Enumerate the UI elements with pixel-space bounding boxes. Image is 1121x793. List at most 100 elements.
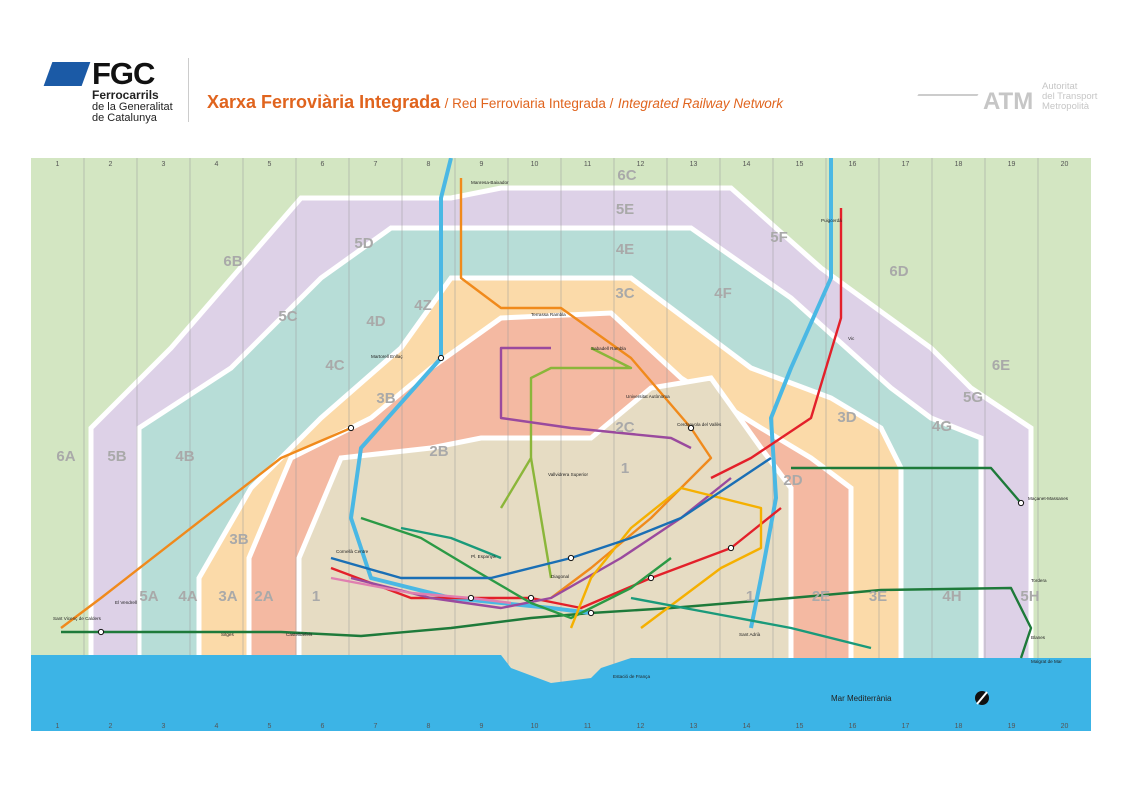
column-label-top: 7 (374, 161, 378, 168)
column-label-bottom: 13 (690, 723, 698, 730)
zone-label: 4E (616, 241, 634, 258)
rail-lines (60, 157, 1033, 659)
station-sant-vicenc[interactable]: Sant Vicenç de Calders (53, 616, 102, 621)
column-label-bottom: 6 (321, 723, 325, 730)
rail-line-r3[interactable] (749, 158, 833, 629)
station-cornella[interactable]: Cornellà Centre (336, 549, 369, 554)
station-cerdanyola[interactable]: Cerdanyola del Vallès (677, 422, 722, 427)
zone-label: 4H (942, 588, 961, 605)
zone-label: 3E (869, 588, 887, 605)
station-sitges[interactable]: Sitges (221, 632, 234, 637)
station-martorell[interactable]: Martorell Enllaç (371, 354, 403, 359)
zone-1-area (296, 375, 794, 734)
rail-line-fgc-s[interactable] (499, 346, 633, 509)
interchange-station[interactable] (527, 594, 535, 602)
rail-line-tram[interactable] (400, 526, 502, 560)
column-label-bottom: 2 (109, 723, 113, 730)
station-blanes[interactable]: Blanes (1031, 635, 1046, 640)
column-label-top: 4 (215, 161, 219, 168)
station-estacio-franca[interactable]: Estació de França (613, 674, 650, 679)
fgc-brand: FGC (92, 56, 155, 91)
interchange-station[interactable] (587, 609, 595, 617)
rail-line-fgc-r[interactable] (60, 426, 352, 629)
station-espanya[interactable]: Pl. Espanya (471, 554, 496, 559)
rail-line-l3[interactable] (360, 516, 672, 620)
zone-label: 2B (429, 443, 448, 460)
station-vallvidrera[interactable]: Vallvidrera Superior (548, 472, 588, 477)
column-label-top: 11 (584, 161, 591, 168)
rail-line-fgc-l8[interactable] (330, 576, 512, 605)
column-label-top: 17 (902, 161, 910, 168)
rail-line-r2[interactable] (791, 466, 1022, 504)
zone-label: 2E (812, 588, 830, 605)
zone-label: 5A (139, 588, 158, 605)
station-terrassa[interactable]: Terrassa Rambla (531, 312, 566, 317)
interchange-station[interactable] (467, 594, 475, 602)
column-label-bottom: 4 (215, 723, 219, 730)
station-el-vendrell[interactable]: El Vendrell (115, 600, 137, 605)
zone-label: 3C (615, 285, 634, 302)
column-label-bottom: 3 (162, 723, 166, 730)
station-vic[interactable]: Vic (848, 336, 855, 341)
interchange-station[interactable] (1017, 499, 1025, 507)
interchange-station[interactable] (687, 424, 695, 432)
rail-line-l5[interactable] (330, 457, 772, 580)
rail-line-l1[interactable] (710, 208, 843, 480)
zone-label: 1 (312, 588, 320, 605)
zone-label: 6C (617, 167, 636, 184)
zone-label: 6B (223, 253, 242, 270)
column-label-bottom: 20 (1061, 723, 1069, 730)
interchange-station[interactable] (647, 574, 655, 582)
column-label-top: 8 (427, 161, 431, 168)
rail-line-tram[interactable] (630, 596, 872, 650)
column-label-top: 16 (849, 161, 857, 168)
page-title: Xarxa Ferroviària Integrada / Red Ferrov… (207, 92, 783, 113)
interchange-station[interactable] (727, 544, 735, 552)
rail-line-l1[interactable] (330, 507, 782, 610)
interchange-station[interactable] (97, 628, 105, 636)
column-label-top: 9 (480, 161, 484, 168)
zone-label: 5E (616, 201, 634, 218)
fgc-logo-mark-icon (43, 62, 91, 86)
station-manresa[interactable]: Manresa-Baixador (471, 180, 509, 185)
station-malgrat[interactable]: Malgrat de Mar (1031, 659, 1062, 664)
station-macanet[interactable]: Maçanet-Massanes (1028, 496, 1069, 501)
interchange-station[interactable] (437, 354, 445, 362)
rail-line-fgc-s[interactable] (529, 457, 553, 579)
station-sabadell[interactable]: Sabadell Rambla (591, 346, 626, 351)
rail-line-l4[interactable] (569, 486, 763, 629)
atm-line3: Metropolità (1042, 101, 1089, 112)
station-sant-adria[interactable]: Sant Adrià (739, 632, 761, 637)
zone-label: 4B (175, 448, 194, 465)
column-label-top: 13 (690, 161, 698, 168)
zone-label: 4F (714, 285, 732, 302)
column-label-top: 15 (796, 161, 804, 168)
station-tordera[interactable]: Tordera (1031, 578, 1047, 583)
rail-line-fgc-r[interactable] (459, 178, 713, 599)
rail-line-l2[interactable] (499, 346, 692, 450)
atm-logo: ATM Autoritat del Transport Metropolità (911, 82, 1105, 124)
interchange-station[interactable] (567, 554, 575, 562)
column-label-bottom: 9 (480, 723, 484, 730)
atm-subtitle: Autoritat del Transport Metropolità (1042, 82, 1097, 112)
zone-label: 3A (218, 588, 237, 605)
zone-label: 2A (254, 588, 273, 605)
zone-label: 2C (615, 419, 634, 436)
title-spanish: / Red Ferroviaria Integrada / (444, 96, 614, 111)
column-label-bottom: 12 (637, 723, 645, 730)
zone-label: 4G (932, 418, 952, 435)
column-label-top: 6 (321, 161, 325, 168)
rail-line-r2[interactable] (61, 586, 1033, 659)
atm-line2: del Transport (1042, 91, 1098, 102)
fgc-line3: de Catalunya (92, 112, 157, 124)
station-uab[interactable]: Universitat Autònoma (626, 394, 670, 399)
zone-label: 3B (229, 531, 248, 548)
interchange-station[interactable] (347, 424, 355, 432)
column-label-top: 19 (1008, 161, 1016, 168)
station-castelldefels[interactable]: Castelldefels (286, 632, 313, 637)
station-diagonal[interactable]: Diagonal (551, 574, 569, 579)
station-puigcerda[interactable]: Puigcerdà (821, 218, 842, 223)
